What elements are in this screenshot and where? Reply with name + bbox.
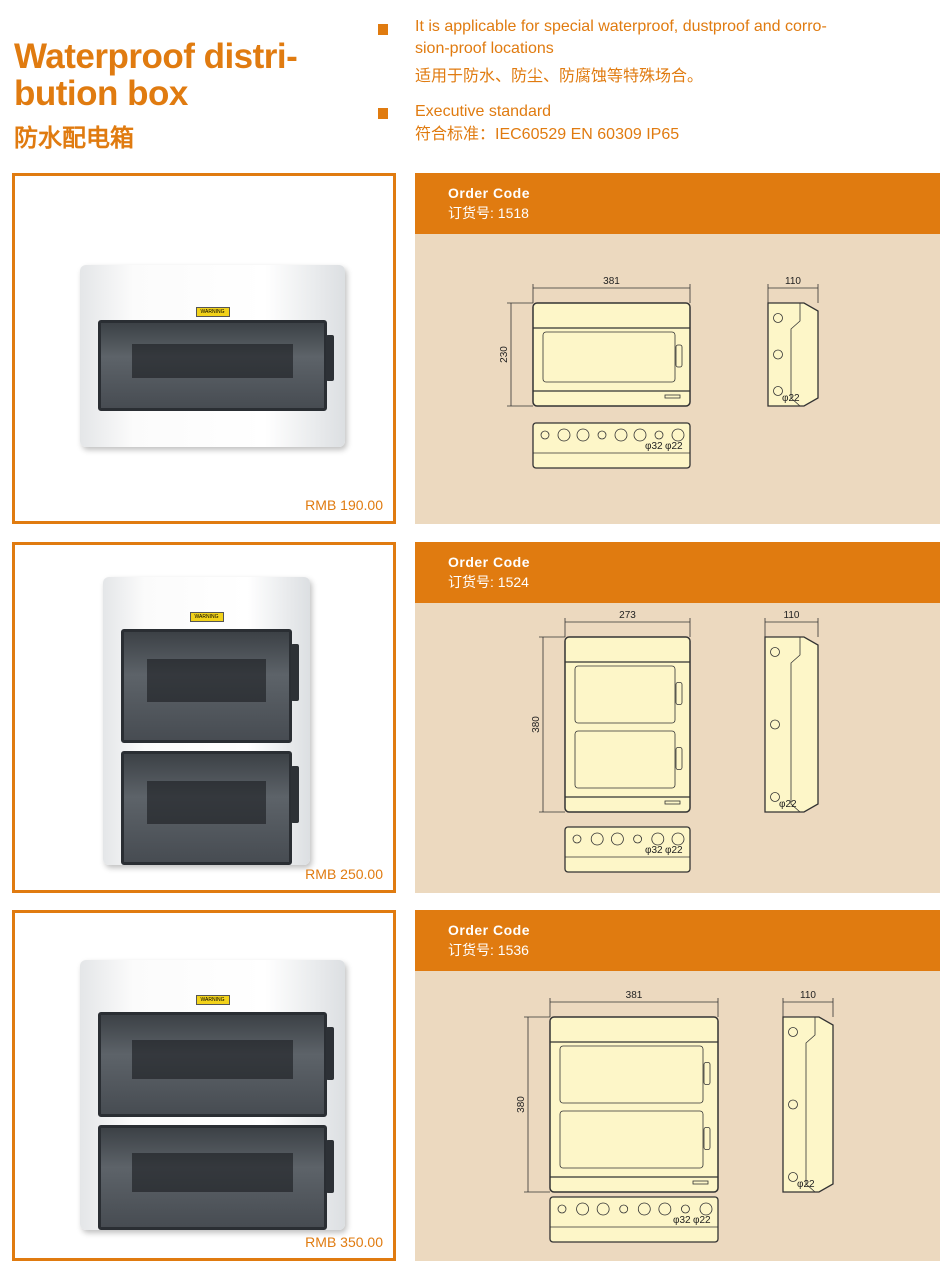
order-code: 订货号: 1518 — [448, 205, 529, 221]
door-panel — [121, 629, 292, 743]
order-code-header: Order Code 订货号: 1518 — [415, 173, 940, 234]
width-dimension: 381 — [626, 990, 643, 1001]
depth-dimension: 110 — [785, 276, 801, 287]
large-hole-dimension: φ32 — [673, 1215, 691, 1226]
page-title-cn: 防水配电箱 — [14, 125, 134, 152]
product-image: WARNING — [80, 960, 345, 1230]
small-hole-dimension: φ22 — [665, 441, 683, 452]
warning-label: WARNING — [195, 995, 230, 1005]
door-panel — [98, 1012, 327, 1117]
product-image: WARNING — [80, 265, 345, 447]
warning-label: WARNING — [195, 307, 230, 317]
bullet-icon — [378, 108, 388, 119]
order-code-header: Order Code 订货号: 1536 — [415, 910, 940, 971]
price: RMB 250.00 — [305, 866, 383, 882]
feature-2-cn: 符合标准：IEC60529 EN 60309 IP65 — [415, 126, 680, 143]
width-dimension: 273 — [619, 610, 636, 621]
order-code: 订货号: 1524 — [448, 574, 529, 590]
depth-dimension: 110 — [800, 990, 816, 1001]
warning-label: WARNING — [189, 612, 224, 622]
door-panel — [98, 320, 327, 411]
order-code-label: Order Code — [448, 922, 531, 938]
product-photo-panel: WARNING RMB 250.00 — [12, 542, 396, 893]
feature-1-en: It is applicable for special waterproof,… — [415, 18, 827, 57]
feature-2-en: Executive standard — [415, 103, 552, 120]
small-hole-dimension: φ22 — [665, 845, 683, 856]
door-panel — [98, 1125, 327, 1230]
order-code-label: Order Code — [448, 554, 531, 570]
height-dimension: 380 — [531, 716, 542, 733]
bullet-icon — [378, 24, 388, 35]
side-hole-dimension: φ22 — [782, 393, 800, 404]
large-hole-dimension: φ32 — [645, 845, 663, 856]
height-dimension: 380 — [516, 1096, 527, 1113]
small-hole-dimension: φ22 — [693, 1215, 711, 1226]
feature-1-cn: 适用于防水、防尘、防腐蚀等特殊场合。 — [415, 68, 704, 85]
height-dimension: 230 — [499, 346, 510, 363]
order-code: 订货号: 1536 — [448, 942, 529, 958]
door-panel — [121, 751, 292, 865]
order-code-label: Order Code — [448, 185, 531, 201]
product-image: WARNING — [103, 577, 310, 865]
product-photo-panel: WARNING RMB 350.00 — [12, 910, 396, 1261]
order-code-header: Order Code 订货号: 1524 — [415, 542, 940, 603]
width-dimension: 381 — [603, 276, 620, 287]
side-hole-dimension: φ22 — [797, 1179, 815, 1190]
large-hole-dimension: φ32 — [645, 441, 663, 452]
product-photo-panel: WARNING RMB 190.00 — [12, 173, 396, 524]
price: RMB 350.00 — [305, 1234, 383, 1250]
side-hole-dimension: φ22 — [779, 799, 797, 810]
page-title: Waterproof distri- bution box — [14, 37, 298, 113]
depth-dimension: 110 — [784, 610, 800, 621]
price: RMB 190.00 — [305, 497, 383, 513]
